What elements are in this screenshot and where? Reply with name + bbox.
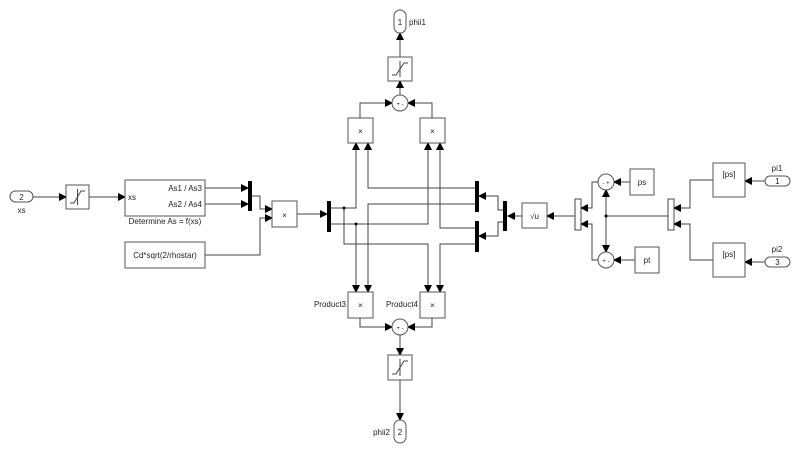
sqrt-block[interactable]: √u [521,202,548,229]
svg-text:×: × [282,211,287,220]
svg-text:√u: √u [530,212,539,221]
from-block-ps-1[interactable]: [ps] [712,162,746,198]
svg-text:ps: ps [638,178,646,187]
svg-text:As2 / As4: As2 / As4 [168,200,202,209]
demux-sqrt[interactable] [503,201,507,231]
svg-text:As1 / As3: As1 / As3 [168,184,202,193]
outport-phii1[interactable]: 1 phii1 [393,9,426,34]
svg-text:1: 1 [775,177,780,186]
svg-text:Product4: Product4 [386,300,419,309]
svg-text:[ps]: [ps] [723,250,736,259]
mux-as[interactable] [248,181,252,211]
saturation-block-bottom[interactable] [387,354,413,381]
svg-text:×: × [430,127,435,136]
svg-text:1: 1 [398,18,403,27]
mux-right-top[interactable] [475,181,479,212]
svg-text:- +: - + [602,181,610,187]
svg-text:×: × [358,301,363,310]
sum-bottom[interactable]: + - [391,318,409,336]
inport-xs[interactable]: 2 xs [9,190,34,215]
svg-text:Cd*sqrt(2/rhostar): Cd*sqrt(2/rhostar) [133,251,197,260]
svg-text:xs: xs [18,206,26,215]
determine-as-subsystem[interactable]: xs As1 / As3 As2 / As4 Determine As = f(… [124,179,206,226]
outport-phii2[interactable]: 2 phii2 [373,419,407,444]
product1[interactable]: × [347,117,374,144]
svg-text:xs: xs [128,193,136,202]
svg-text:+ -: + - [396,326,403,332]
mux-product[interactable] [327,201,331,232]
saturation-block-xs[interactable] [65,184,90,210]
product4[interactable]: × Product4 [386,291,446,319]
saturation-icon [392,359,408,376]
svg-text:3: 3 [775,258,780,267]
constant-pt[interactable]: pt [634,246,660,274]
product2[interactable]: × [419,117,446,144]
constant-cd-block[interactable]: Cd*sqrt(2/rhostar) [124,241,206,269]
signal-lines [33,32,765,421]
svg-text:+ -: + - [602,259,609,265]
svg-text:pt: pt [644,256,651,265]
svg-text:Product3: Product3 [314,300,347,309]
svg-text:×: × [358,127,363,136]
svg-text:×: × [430,301,435,310]
constant-ps[interactable]: ps [629,168,655,196]
svg-text:Determine As = f(xs): Determine As = f(xs) [129,217,202,226]
saturation-icon [392,61,408,77]
product3[interactable]: × Product3 [314,291,374,319]
from-block-ps-2[interactable]: [ps] [712,242,746,278]
product-main[interactable]: × [271,200,298,228]
inport-pi1[interactable]: 1 pi1 [764,164,791,187]
saturation-block-top[interactable] [387,56,413,82]
mux-right-bottom[interactable] [475,221,479,252]
svg-text:phii1: phii1 [409,18,426,27]
sum-ps[interactable]: - + [597,173,615,191]
svg-text:2: 2 [19,193,24,202]
svg-text:2: 2 [398,428,403,437]
mux-pressure-diff[interactable] [574,198,582,231]
inport-pi2[interactable]: 3 pi2 [764,245,791,268]
svg-text:pi2: pi2 [772,245,783,254]
svg-text:[ps]: [ps] [723,170,736,179]
svg-text:phii2: phii2 [373,428,390,437]
svg-text:pi1: pi1 [772,164,783,173]
sum-top[interactable]: + - [391,94,409,112]
sum-pt[interactable]: + - [597,251,615,269]
svg-text:+ -: + - [396,102,403,108]
mux-pressure-in[interactable] [667,198,675,231]
saturation-icon [70,189,85,205]
